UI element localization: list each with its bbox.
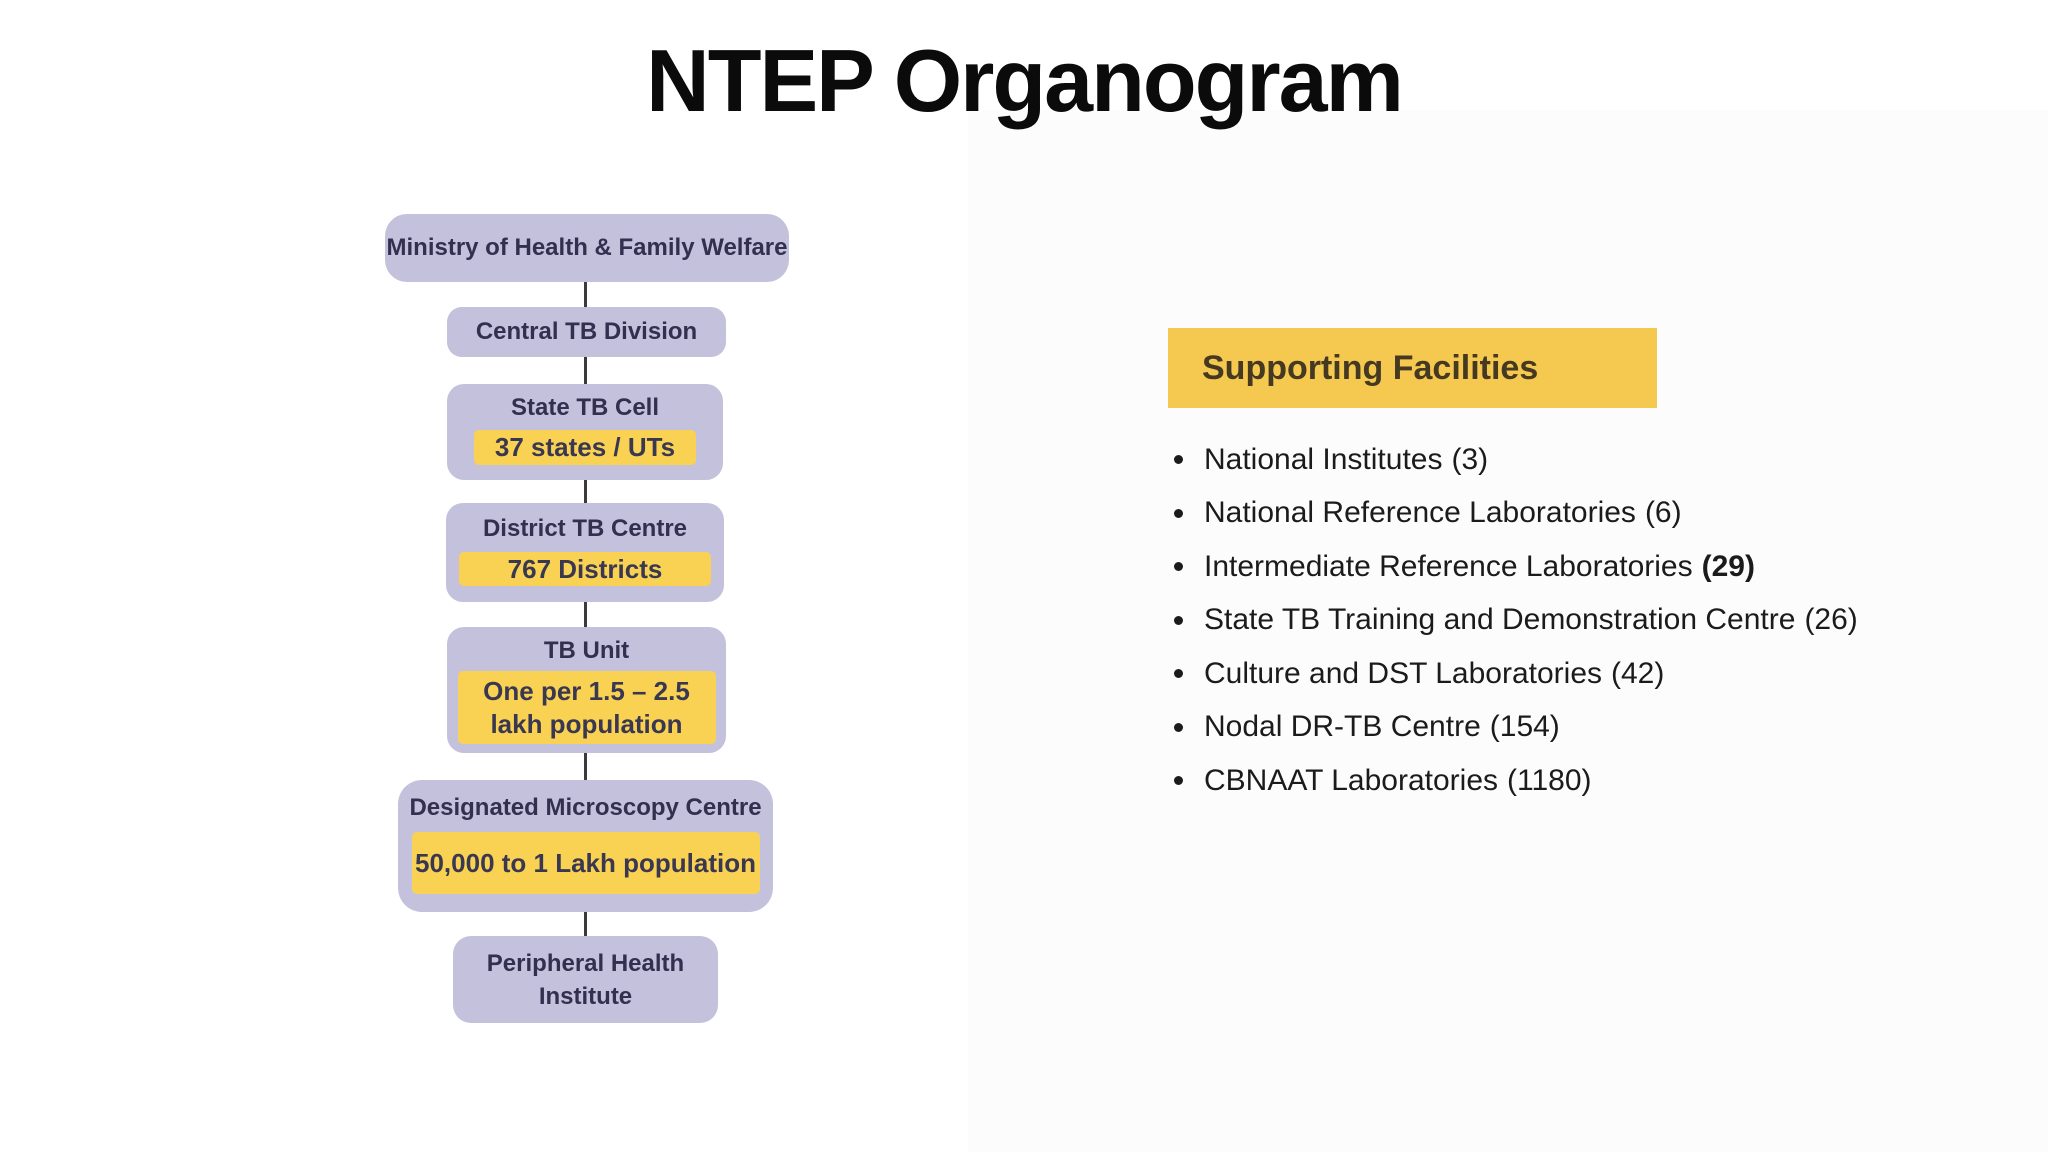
- connector-line: [584, 912, 587, 936]
- list-item-count: (154): [1489, 710, 1560, 744]
- supporting-facilities-list: National Institutes (3) National Referen…: [1168, 433, 1858, 808]
- list-item-count: (6): [1644, 496, 1682, 530]
- list-item-label: Nodal DR-TB Centre: [1204, 710, 1481, 744]
- list-item-label: National Reference Laboratories: [1204, 496, 1636, 530]
- org-node-label: Ministry of Health & Family Welfare: [386, 234, 788, 261]
- org-node-tb-unit: TB Unit One per 1.5 – 2.5 lakh populatio…: [447, 627, 726, 753]
- bullet-icon: [1174, 562, 1183, 572]
- connector-line: [584, 282, 587, 307]
- bullet-icon: [1174, 455, 1183, 465]
- org-node-sublabel: 50,000 to 1 Lakh population: [411, 832, 760, 894]
- connector-line: [584, 480, 587, 503]
- connector-line: [584, 602, 587, 627]
- org-node-designated-microscopy-centre: Designated Microscopy Centre 50,000 to 1…: [398, 780, 773, 912]
- list-item: Culture and DST Laboratories (42): [1168, 647, 1858, 701]
- list-item-count: (42): [1611, 656, 1665, 690]
- bullet-icon: [1174, 615, 1183, 625]
- connector-line: [584, 753, 587, 780]
- list-item: Intermediate Reference Laboratories (29): [1168, 540, 1858, 594]
- list-item-count: (3): [1451, 442, 1489, 476]
- list-item-label: State TB Training and Demonstration Cent…: [1204, 603, 1796, 637]
- background-panel: [968, 110, 2048, 1152]
- org-node-label: Designated Microscopy Centre: [409, 794, 762, 821]
- org-node-label: District TB Centre: [482, 515, 688, 542]
- list-item: Nodal DR-TB Centre (154): [1168, 701, 1858, 755]
- bullet-icon: [1174, 508, 1183, 518]
- list-item-count: (29): [1701, 549, 1755, 583]
- supporting-facilities-header: Supporting Facilities: [1168, 328, 1657, 408]
- connector-line: [584, 357, 587, 384]
- org-node-sublabel: 37 states / UTs: [474, 430, 696, 465]
- org-node-sublabel: 767 Districts: [459, 552, 711, 586]
- org-node-central-tb-division: Central TB Division: [447, 307, 726, 357]
- page-title: NTEP Organogram: [646, 31, 1404, 130]
- org-node-label: TB Unit: [543, 637, 630, 664]
- bullet-icon: [1174, 776, 1183, 786]
- list-item: National Institutes (3): [1168, 433, 1858, 487]
- org-node-label: Central TB Division: [475, 318, 698, 345]
- list-item: National Reference Laboratories (6): [1168, 487, 1858, 541]
- org-node-district-tb-centre: District TB Centre 767 Districts: [446, 503, 724, 602]
- bullet-icon: [1174, 669, 1183, 679]
- list-item-label: National Institutes: [1204, 442, 1443, 476]
- list-item-label: CBNAAT Laboratories: [1204, 763, 1499, 797]
- list-item: CBNAAT Laboratories (1180): [1168, 754, 1858, 808]
- bullet-icon: [1174, 722, 1183, 732]
- list-item-count: (1180): [1507, 763, 1592, 797]
- org-node-ministry: Ministry of Health & Family Welfare: [385, 214, 789, 282]
- list-item-count: (26): [1804, 603, 1858, 637]
- org-node-label: State TB Cell: [510, 394, 660, 421]
- org-node-peripheral-health-institute: Peripheral Health Institute: [453, 936, 718, 1023]
- org-node-sublabel: One per 1.5 – 2.5 lakh population: [457, 671, 716, 744]
- list-item: State TB Training and Demonstration Cent…: [1168, 594, 1858, 648]
- list-item-label: Culture and DST Laboratories: [1204, 656, 1602, 690]
- org-node-label: Peripheral Health Institute: [486, 949, 685, 1010]
- org-node-state-tb-cell: State TB Cell 37 states / UTs: [447, 384, 723, 480]
- supporting-facilities-heading: Supporting Facilities: [1202, 348, 1539, 387]
- list-item-label: Intermediate Reference Laboratories: [1204, 549, 1693, 583]
